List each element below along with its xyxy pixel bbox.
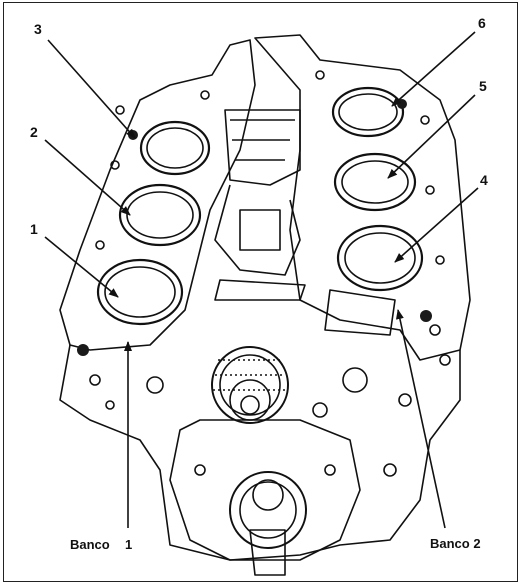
bank-1-number: 1	[125, 537, 133, 552]
lower-block-outline	[59, 344, 461, 561]
bank-2-label: Banco 2	[430, 536, 481, 551]
cylinder-bore-5	[333, 152, 417, 212]
cylinder-label-6: 6	[478, 15, 486, 31]
leader-arrow-bank-2	[395, 309, 446, 529]
cylinder-label-1: 1	[30, 221, 38, 237]
leader-arrow-2	[44, 139, 131, 216]
cylinder-bore-4	[336, 224, 424, 292]
leader-arrow-1	[44, 236, 119, 298]
right-bank-outline	[254, 34, 471, 361]
cylinder-label-4: 4	[480, 172, 488, 188]
cylinder-bore-2	[118, 183, 202, 247]
cylinder-label-2: 2	[30, 124, 38, 140]
leader-arrow-5	[387, 94, 476, 179]
cylinder-bore-1	[96, 258, 184, 326]
leader-arrow-3	[47, 39, 136, 139]
valley-detail	[224, 109, 301, 186]
timing-gear-upper	[211, 346, 289, 424]
diagram-frame	[3, 2, 518, 582]
timing-gear-lower	[229, 471, 307, 549]
cylinder-label-5: 5	[479, 78, 487, 94]
cylinder-label-3: 3	[34, 21, 42, 37]
cylinder-bore-6	[331, 86, 405, 138]
pump-housing	[169, 419, 361, 561]
left-bank-outline	[59, 39, 256, 351]
cylinder-bore-3	[139, 120, 211, 176]
leader-arrow-6	[391, 31, 476, 107]
leader-arrow-4	[394, 187, 479, 263]
bank-1-label: Banco	[70, 537, 110, 552]
dowel-markers	[77, 99, 432, 356]
